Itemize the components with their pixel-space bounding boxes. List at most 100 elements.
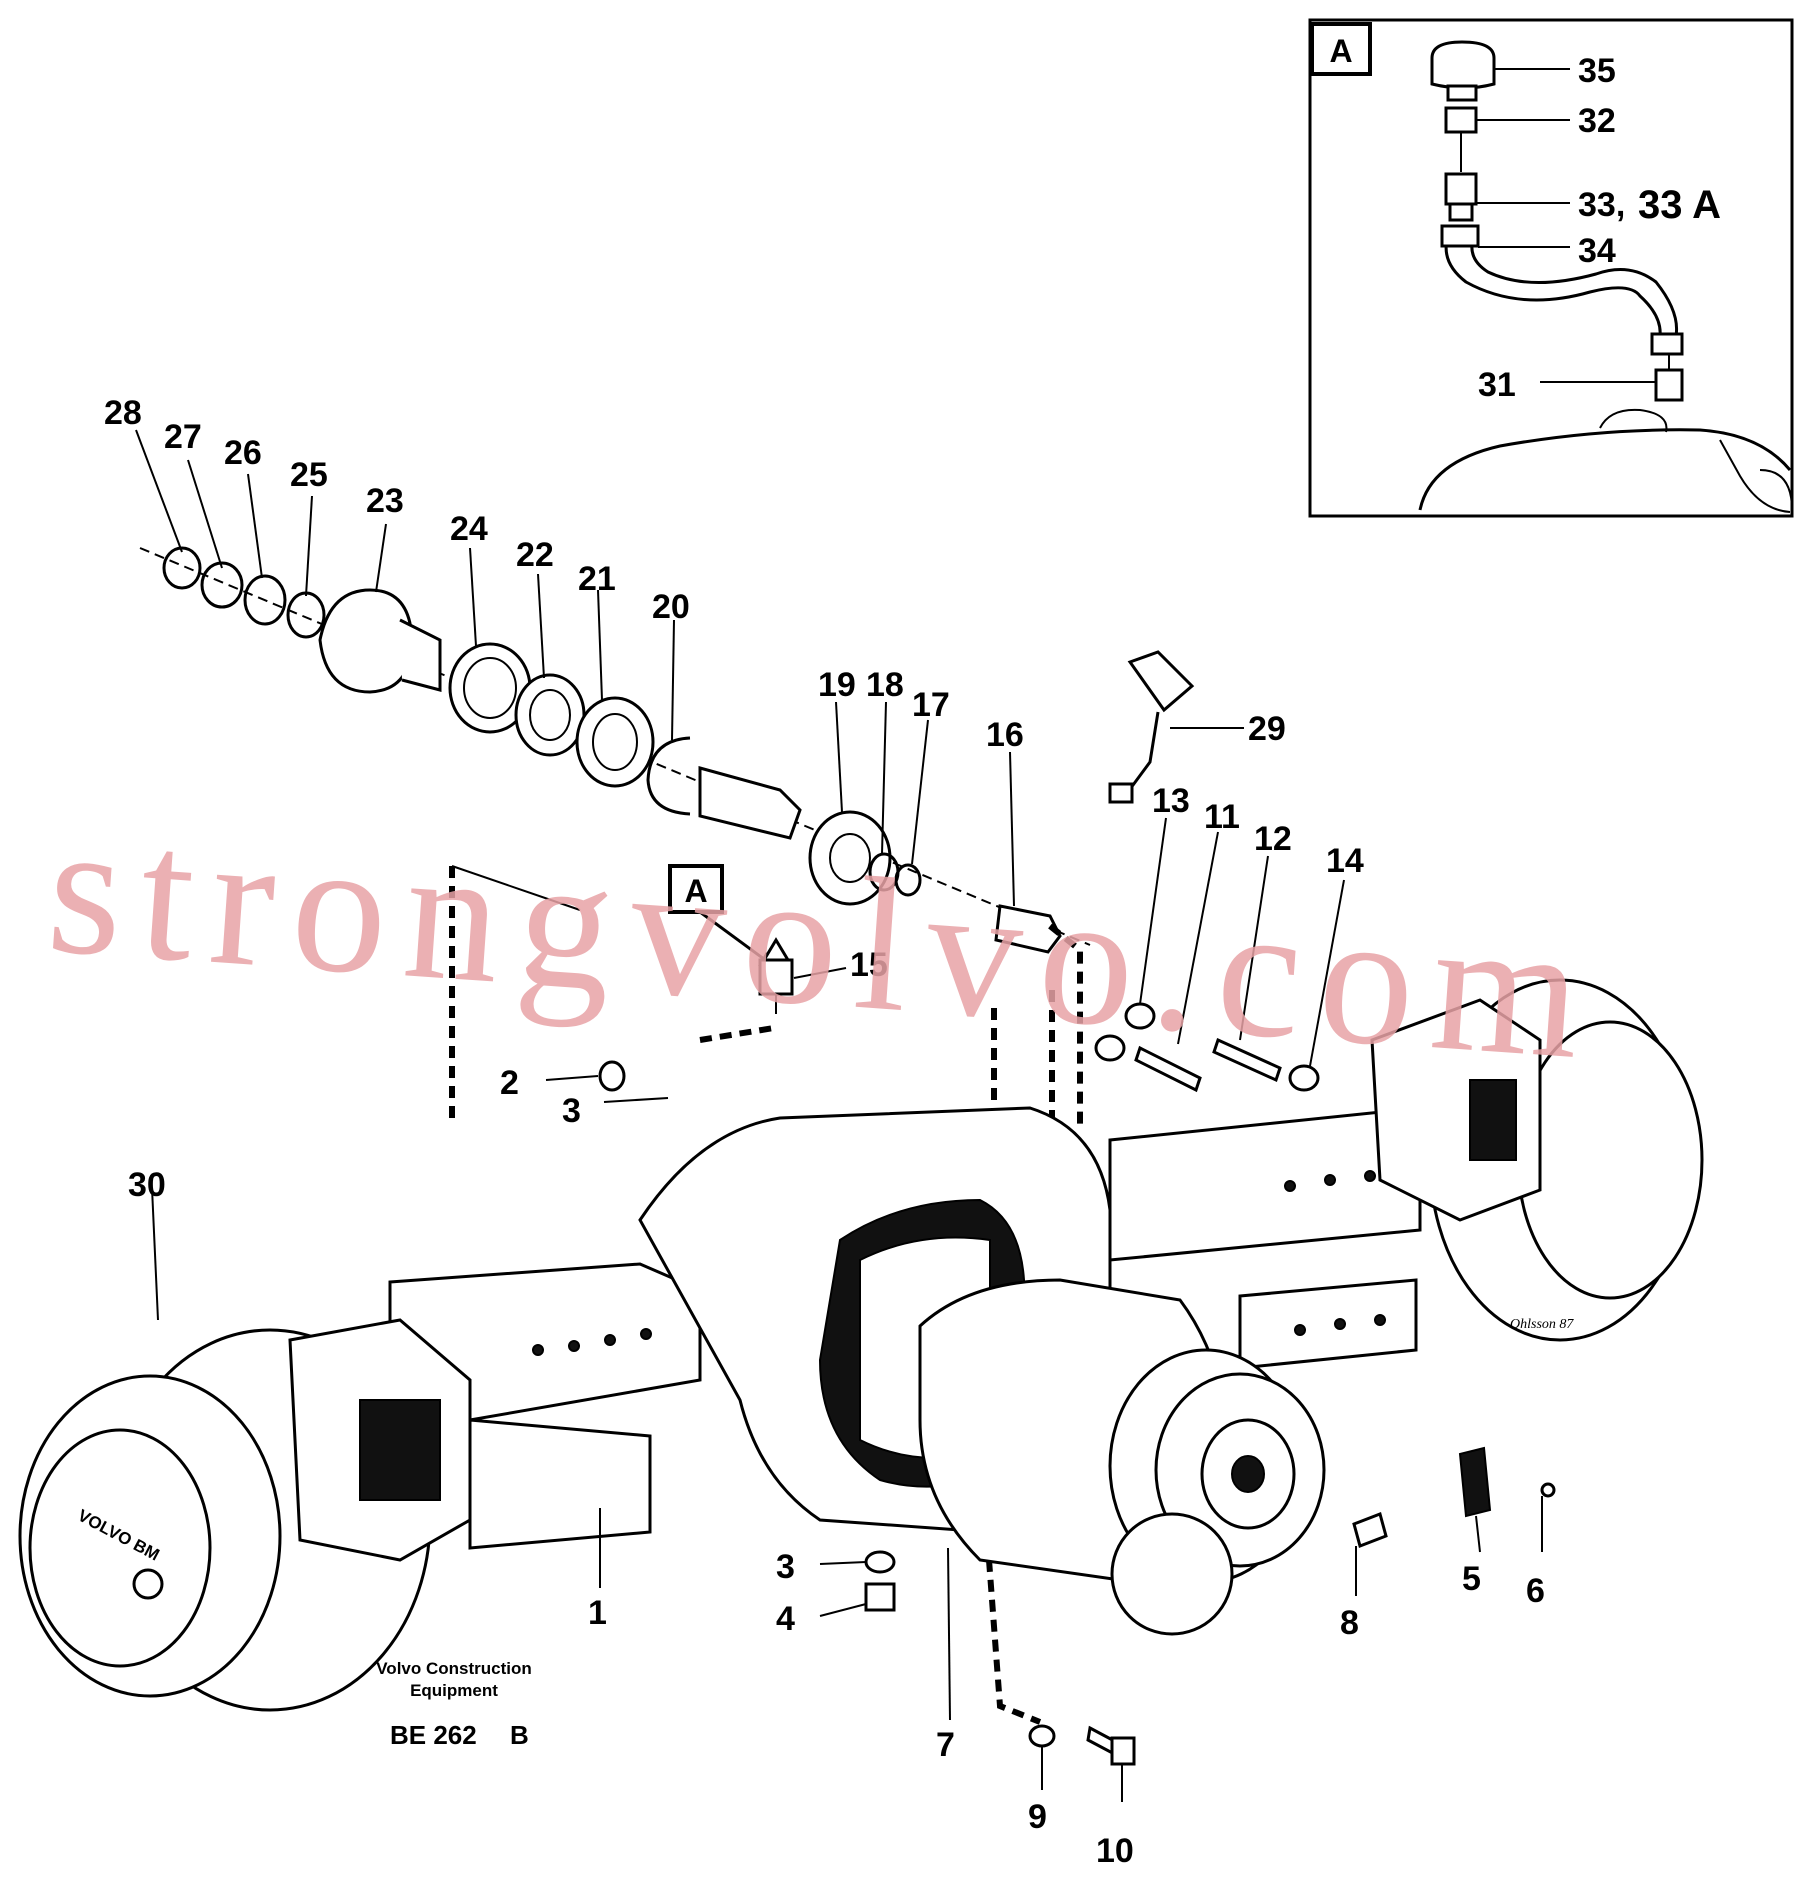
- leader-14: [1309, 879, 1345, 1067]
- hose-fitting-top: [1440, 224, 1480, 248]
- companion-flange-23: [318, 588, 414, 694]
- callout-16: 16: [986, 716, 1024, 754]
- callout-15: 15: [850, 946, 888, 984]
- leader-25: [305, 495, 313, 597]
- leader-16: [1009, 751, 1015, 907]
- callout-12: 12: [1254, 820, 1292, 858]
- callout-23: 23: [366, 482, 404, 520]
- pinion-shaft: [698, 766, 802, 840]
- bolt-hole: [1374, 1314, 1386, 1326]
- inset-detail-a: A 35 32 33, 33 A 34 31: [1308, 18, 1794, 518]
- stud-12: [1212, 1037, 1282, 1083]
- bearing-21-bore: [592, 713, 638, 771]
- leader-30: [151, 1187, 159, 1321]
- pinion-assembly: 28 27 26 25 23 24 22 21 20 19 18 17 16: [104, 394, 1091, 954]
- hub-plug: [132, 1568, 164, 1600]
- callout-13: 13: [1152, 782, 1190, 820]
- callout-19: 19: [818, 666, 856, 704]
- leader-24: [469, 547, 477, 647]
- detail-ref-label: A: [684, 873, 707, 909]
- callout-24: 24: [450, 510, 488, 548]
- nut-14: [1288, 1064, 1320, 1092]
- circlip-28: [162, 546, 202, 590]
- washer-3: [864, 1550, 896, 1574]
- bolt-hole: [1364, 1170, 1376, 1182]
- callout-34: 34: [1578, 232, 1616, 270]
- callout-29: 29: [1248, 710, 1286, 748]
- leader-2: [545, 1075, 599, 1081]
- seal-25: [286, 591, 326, 639]
- leader-19: [835, 701, 843, 813]
- callout-10: 10: [1096, 1832, 1134, 1870]
- caption-revision: B: [510, 1720, 529, 1750]
- plug-2: [598, 1060, 626, 1092]
- leader-13: [1139, 817, 1167, 1005]
- callout-6: 6: [1526, 1572, 1545, 1610]
- callout-33a: 33 A: [1638, 183, 1721, 227]
- bolt-hole: [604, 1334, 616, 1346]
- inset-label: A: [1329, 33, 1352, 69]
- callout-21: 21: [578, 560, 616, 598]
- bolt-hole: [1294, 1324, 1306, 1336]
- bolt-hole: [1334, 1318, 1346, 1330]
- bolt-hole: [532, 1344, 544, 1356]
- drawing-signature: Ohlsson 87: [1510, 1317, 1574, 1332]
- bearing-22-bore: [529, 689, 571, 741]
- callout-4: 4: [776, 1600, 795, 1638]
- stud-11: [1134, 1045, 1202, 1093]
- callout-3-upper: 3: [562, 1092, 581, 1130]
- bearing-21: [575, 696, 655, 788]
- callout-35: 35: [1578, 52, 1616, 90]
- bolt-hole: [640, 1328, 652, 1340]
- guide-breather: [699, 1025, 775, 1043]
- inset-frame: [1308, 18, 1794, 518]
- callout-20: 20: [652, 588, 690, 626]
- callout-1: 1: [588, 1594, 607, 1632]
- bracket-29: [1127, 650, 1195, 713]
- right-arm-pad: [1238, 1278, 1418, 1370]
- left-wheel-hub-30: VOLVO BM 30: [18, 1166, 472, 1712]
- callout-26: 26: [224, 434, 262, 472]
- right-caliper-pad: [1469, 1079, 1517, 1161]
- callout-18: 18: [866, 666, 904, 704]
- leader-26: [247, 473, 263, 579]
- bearing-19: [808, 810, 892, 906]
- detail-ref-box: [668, 864, 724, 914]
- nut-26: [243, 574, 287, 626]
- callout-5: 5: [1462, 1560, 1481, 1598]
- flange-neck: [399, 618, 442, 692]
- callout-11: 11: [1204, 798, 1240, 836]
- leader-5: [1475, 1515, 1481, 1553]
- callout-9: 9: [1028, 1798, 1047, 1836]
- callout-17: 17: [912, 686, 950, 724]
- breather-cap: [1430, 40, 1496, 90]
- hose-fitting-bottom: [1650, 332, 1684, 356]
- callout-31: 31: [1478, 366, 1516, 404]
- leader-23: [375, 523, 387, 593]
- bearing-22: [514, 673, 586, 757]
- caliper-pad: [359, 1399, 441, 1501]
- leader-22: [537, 573, 545, 679]
- bearing-cup-bore: [463, 657, 517, 719]
- leader-11: [1177, 831, 1219, 1045]
- callout-33: 33,: [1578, 186, 1625, 224]
- lock-washer-27: [200, 561, 244, 609]
- guide-left-top: [451, 865, 581, 911]
- leader-3-upper: [603, 1097, 669, 1103]
- bolt-10-head: [1110, 1736, 1136, 1766]
- leader-3-lower: [819, 1561, 867, 1565]
- inset-label-box: [1310, 22, 1372, 76]
- bolt-hole: [1324, 1174, 1336, 1186]
- leader-27: [187, 459, 223, 569]
- callout-27: 27: [164, 418, 202, 456]
- breather-cap-neck: [1446, 84, 1478, 102]
- hub-cap: [28, 1428, 212, 1668]
- axle-housing-1: [388, 1106, 1422, 1636]
- breather-hose: [1444, 234, 1679, 338]
- housing-outline: [1418, 428, 1792, 511]
- drain-plug-4: [864, 1582, 896, 1612]
- lower-parts: 2 3 1 3 4 7 8 5 6 9 10: [500, 1060, 1556, 1870]
- right-brake-caliper: [1370, 998, 1542, 1222]
